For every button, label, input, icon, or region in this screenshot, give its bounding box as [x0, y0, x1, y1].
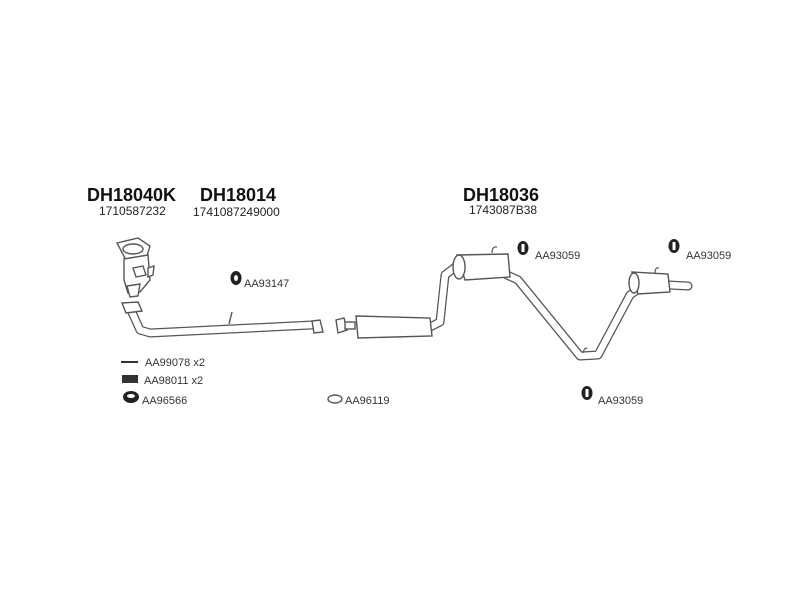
- part-aa93059-rear[interactable]: AA93059: [668, 239, 732, 262]
- assembly-code-dh18014: DH18014: [200, 185, 276, 205]
- part-aa96119[interactable]: AA96119: [327, 394, 389, 407]
- part-aa99078[interactable]: AA99078 x2: [121, 357, 205, 369]
- part-aa93059-mid[interactable]: AA93059: [517, 241, 581, 262]
- part-aa98011[interactable]: AA98011 x2: [122, 375, 203, 387]
- part-label: AA93059: [535, 250, 580, 262]
- part-label: AA93059: [598, 395, 643, 407]
- part-aa93147[interactable]: AA93147: [230, 271, 290, 290]
- assembly-ref-dh18014: 1741087249000: [193, 205, 280, 219]
- part-label: AA96566: [142, 395, 187, 407]
- rear-muffler: [628, 267, 693, 295]
- assembly-code-dh18036: DH18036: [463, 185, 539, 205]
- center-muffler-section: [335, 246, 645, 361]
- part-aa93059-low[interactable]: AA93059: [581, 386, 644, 407]
- part-aa96566[interactable]: AA96566: [123, 391, 187, 407]
- part-label: AA96119: [345, 395, 389, 407]
- part-label: AA93147: [244, 278, 289, 290]
- part-label: AA93059: [686, 250, 731, 262]
- gasket-icon: [327, 394, 343, 404]
- assembly-ref-dh18040k: 1710587232: [99, 204, 166, 218]
- assembly-ref-dh18036: 1743087B38: [469, 203, 537, 217]
- part-label: AA98011 x2: [144, 375, 203, 387]
- front-pipe: [120, 301, 324, 338]
- assembly-code-dh18040k: DH18040K: [87, 185, 176, 205]
- part-label: AA99078 x2: [145, 357, 205, 369]
- catalytic-converter: [115, 237, 155, 298]
- spring-icon: [122, 375, 138, 383]
